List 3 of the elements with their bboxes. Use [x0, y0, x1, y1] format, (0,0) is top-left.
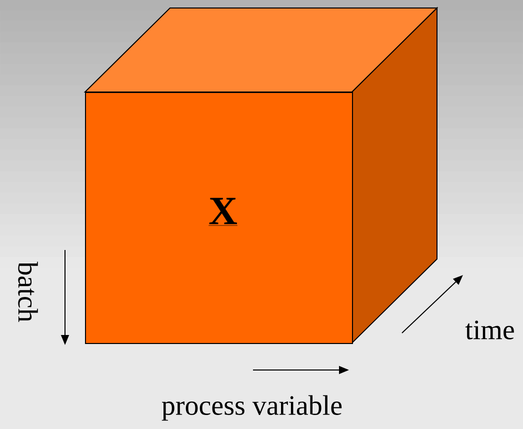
axis-label: batch	[18, 262, 38, 322]
axis-label: time	[465, 320, 514, 340]
axis-label: process variable	[162, 395, 342, 421]
